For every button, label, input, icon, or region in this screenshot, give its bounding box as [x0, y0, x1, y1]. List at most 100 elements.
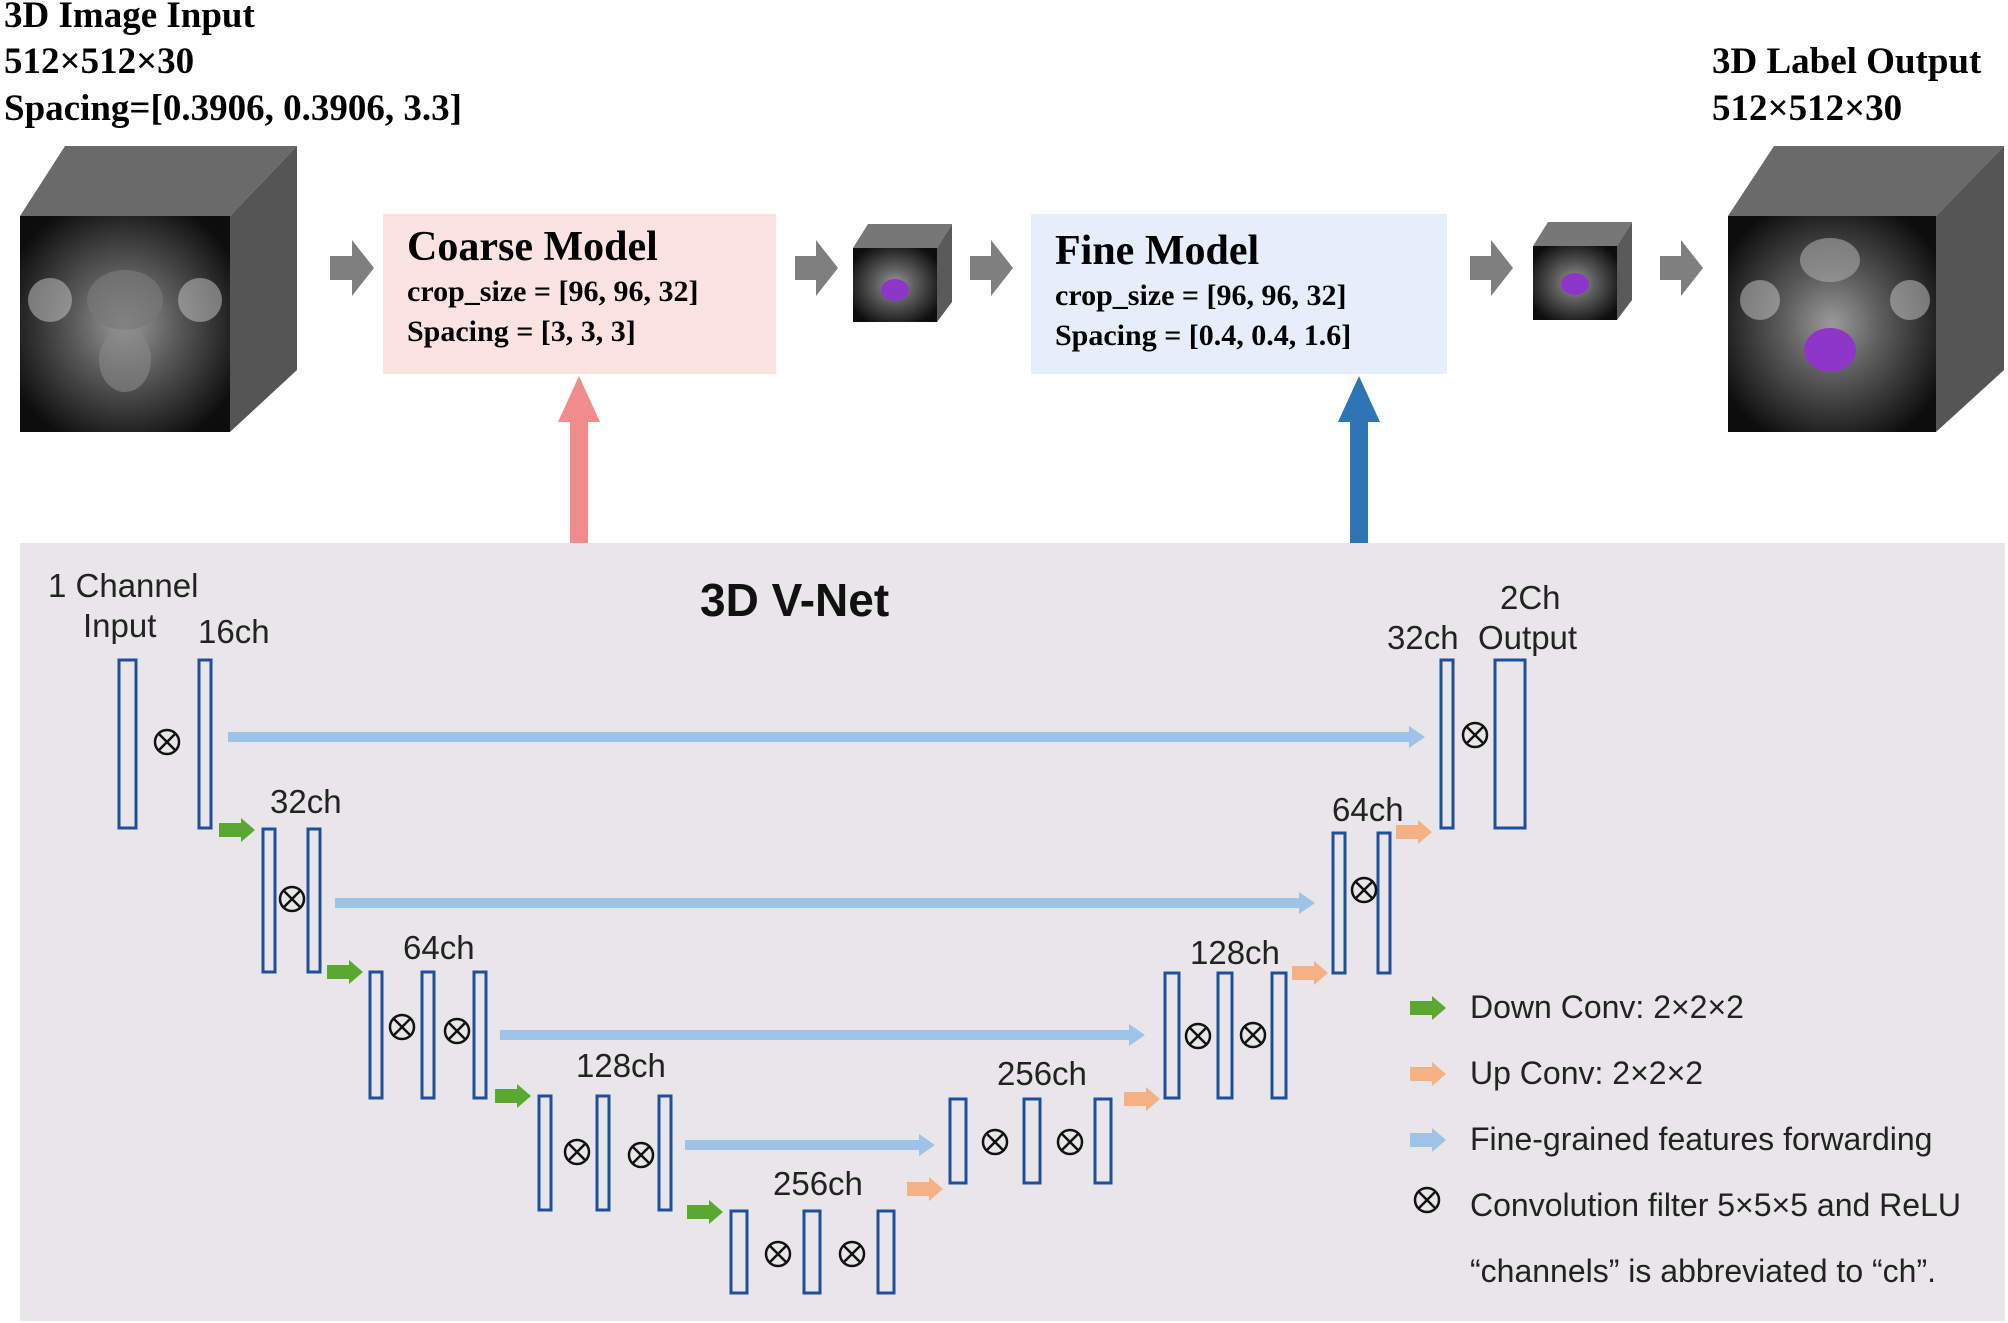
fine-model-arrow [1338, 376, 1380, 545]
input-spacing: Spacing=[0.3906, 0.3906, 3.3] [4, 88, 462, 129]
convolution-cross-stroke [632, 1146, 650, 1164]
convolution-cross-stroke [448, 1022, 466, 1040]
enc3-channel-label: 64ch [403, 929, 475, 966]
convolution-cross-stroke [1061, 1133, 1079, 1151]
feature-block [117, 658, 138, 830]
legend-up-conv: Up Conv: 2×2×2 [1470, 1055, 1704, 1091]
coarse-model-arrow [558, 376, 600, 545]
down-conv-arrow [687, 1200, 723, 1224]
convolution-icon [1056, 1128, 1084, 1156]
feature-block [1376, 831, 1392, 975]
feature-block [537, 1094, 553, 1212]
input-size: 512×512×30 [4, 41, 195, 82]
convolution-cross-stroke [568, 1143, 586, 1161]
input-title: 3D Image Input [4, 0, 255, 36]
skip-connection-line [228, 732, 1409, 742]
convolution-cross-stroke [1355, 881, 1373, 899]
dec3-channel-label: 128ch [1190, 934, 1280, 971]
convolution-icon [764, 1240, 792, 1268]
convolution-icon [443, 1017, 471, 1045]
up-conv-arrow [907, 1177, 943, 1201]
feature-block [197, 658, 213, 830]
convolution-symbols [153, 721, 1489, 1268]
feature-block [657, 1094, 673, 1212]
down-conv-arrow [495, 1084, 531, 1108]
feature-block [876, 1209, 896, 1295]
dec2-channel-label: 64ch [1332, 791, 1404, 828]
fine-model-title: Fine Model [1055, 228, 1260, 274]
input-channel-label: 1 Channel [48, 567, 199, 604]
skip-connections [228, 726, 1425, 1156]
vnet-title: 3D V-Net [700, 574, 890, 626]
convolution-cross-stroke [158, 733, 176, 751]
convolution-icon [838, 1240, 866, 1268]
flow-arrows [330, 240, 1703, 296]
vnet-panel [20, 543, 2005, 1321]
output-size: 512×512×30 [1712, 88, 1903, 129]
convolution-cross-stroke [1244, 1026, 1262, 1044]
legend-down-conv-icon [1410, 996, 1446, 1020]
fine-model-spacing: Spacing = [0.4, 0.4, 1.6] [1055, 319, 1352, 352]
coarse-model-spacing: Spacing = [3, 3, 3] [407, 315, 636, 348]
pipeline-graphics [20, 146, 2004, 545]
feature-block [948, 1097, 968, 1185]
convolution-icon [563, 1138, 591, 1166]
convolution-icon [153, 728, 181, 756]
feature-block [1022, 1097, 1042, 1185]
down-conv-arrow [327, 960, 363, 984]
coarse-model-box-bg [383, 214, 776, 374]
skip-connection-arrowhead [1299, 892, 1315, 914]
skip-connection-arrowhead [919, 1134, 935, 1156]
input-label: Input [83, 607, 157, 644]
legend-forwarding: Fine-grained features forwarding [1470, 1121, 1933, 1157]
convolution-cross-stroke [843, 1245, 861, 1263]
fine-output-cube [1533, 222, 1632, 320]
up-conv-arrow [1396, 820, 1432, 844]
skip-connection-arrowhead [1129, 1024, 1145, 1046]
feature-block [261, 827, 277, 974]
up-conv-arrow [1124, 1087, 1160, 1111]
feature-block [595, 1094, 611, 1212]
feature-block [729, 1209, 749, 1295]
transition-arrows [219, 818, 1432, 1224]
convolution-cross-stroke [283, 890, 301, 908]
feature-block [1270, 971, 1288, 1100]
feature-block [368, 970, 384, 1100]
feature-block [1216, 971, 1234, 1100]
feature-block [472, 970, 488, 1100]
feature-blocks [117, 658, 1527, 1295]
skip-connection-line [685, 1140, 919, 1150]
fine-model-box-bg [1031, 214, 1447, 374]
input-volume-cube [20, 146, 297, 432]
convolution-cross-stroke [986, 1133, 1004, 1151]
convolution-icon [388, 1013, 416, 1041]
fine-model-crop-size: crop_size = [96, 96, 32] [1055, 279, 1347, 312]
down-conv-arrow [219, 818, 255, 842]
feature-block [1493, 658, 1527, 830]
vnet-diagram [117, 658, 1527, 1295]
feature-block [420, 970, 436, 1100]
skip-connection-arrowhead [1409, 726, 1425, 748]
bottom-channel-label: 256ch [773, 1165, 863, 1202]
convolution-icon [981, 1128, 1009, 1156]
convolution-cross-stroke [393, 1018, 411, 1036]
coarse-output-cube [853, 224, 952, 322]
convolution-cross-stroke [1418, 1191, 1436, 1209]
feature-block [1163, 971, 1181, 1100]
fine-model-box: Fine Model crop_size = [96, 96, 32] Spac… [1031, 226, 1447, 356]
convolution-icon [1461, 721, 1489, 749]
output-channel-label: 2Ch [1500, 579, 1561, 616]
coarse-model-crop-size: crop_size = [96, 96, 32] [407, 275, 699, 308]
legend-up-conv-icon [1410, 1062, 1446, 1086]
legend-icons [1410, 996, 1446, 1152]
output-title: 3D Label Output [1712, 41, 1982, 82]
output-label: Output [1478, 619, 1578, 656]
enc4-channel-label: 128ch [576, 1047, 666, 1084]
feature-block [1093, 1097, 1113, 1185]
feature-block [1439, 658, 1455, 830]
convolution-icon [1350, 876, 1378, 904]
enc2-channel-label: 32ch [270, 783, 342, 820]
convolution-icon [278, 885, 306, 913]
convolution-cross-stroke [1189, 1027, 1207, 1045]
convolution-cross-stroke [769, 1245, 787, 1263]
